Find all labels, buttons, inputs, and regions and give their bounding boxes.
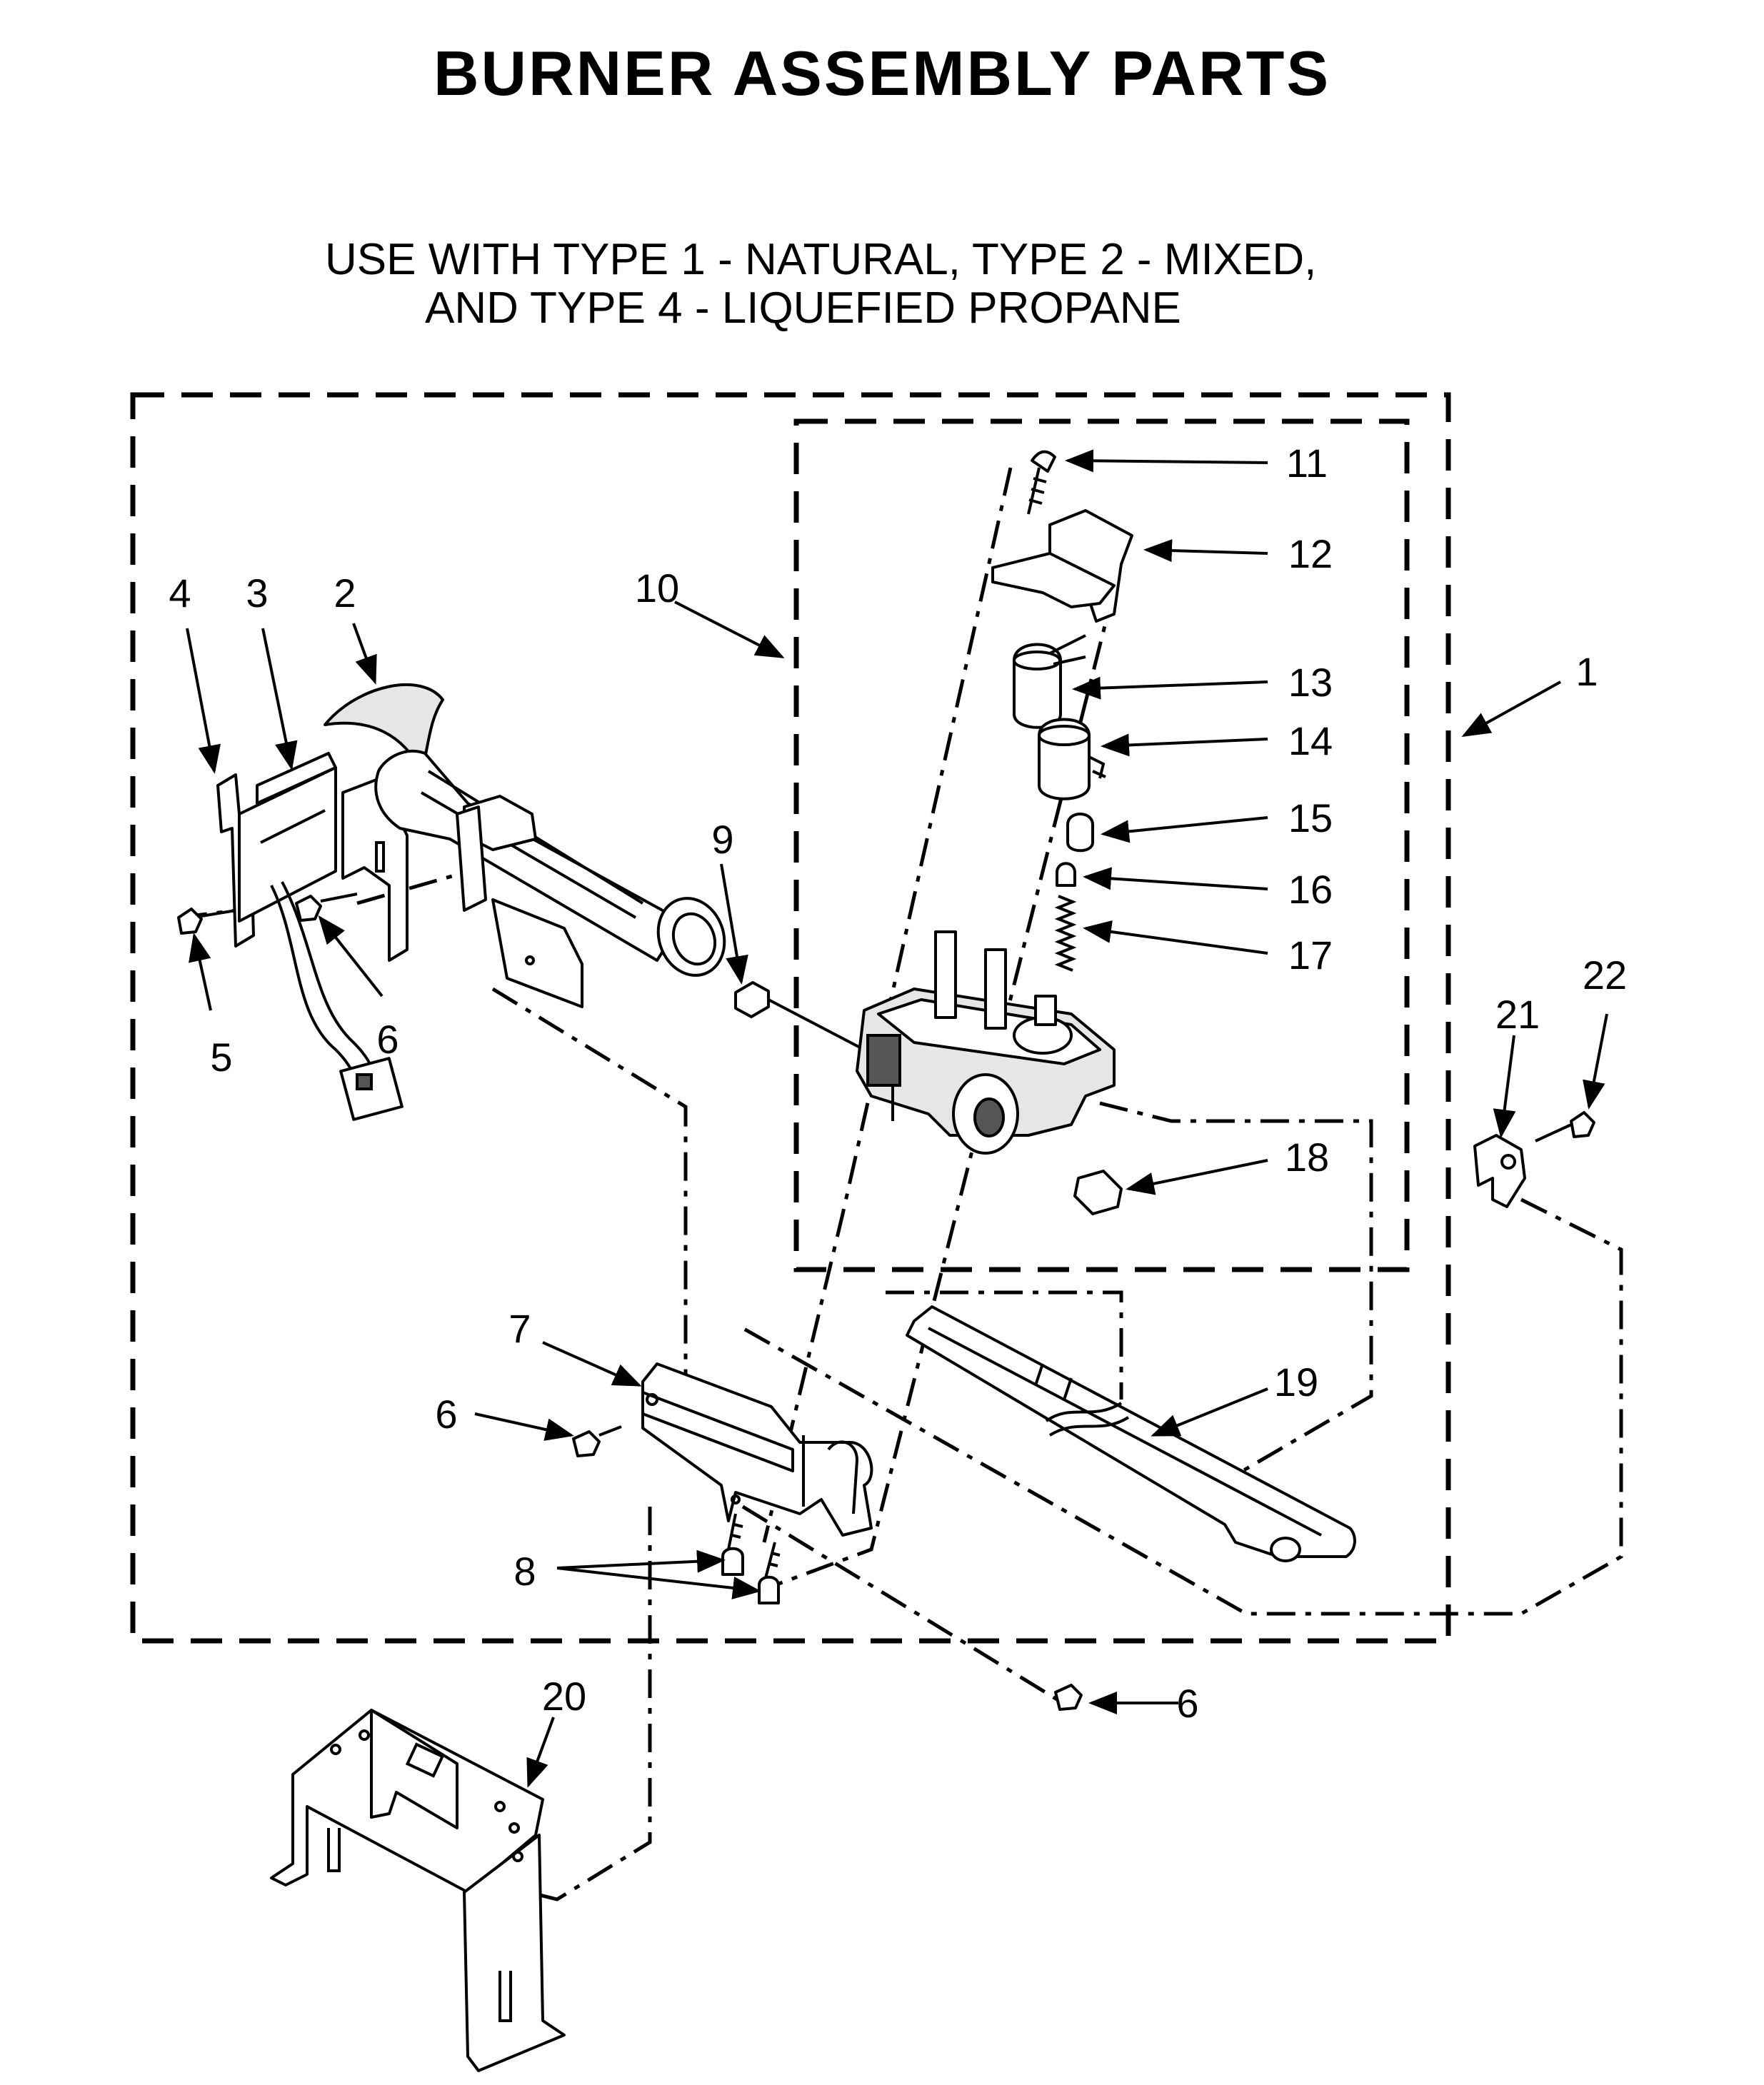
callout-10: 10 (635, 566, 679, 611)
callout-11: 11 (1286, 441, 1328, 486)
part-10-gas-valve (856, 930, 1116, 1155)
callout-9: 9 (711, 817, 733, 862)
part-13-coil (1013, 634, 1086, 729)
callout-6-upper: 6 (376, 1017, 399, 1062)
part-17-spring (1054, 895, 1077, 972)
subtitle-line-2: AND TYPE 4 - LIQUEFIED PROPANE (425, 283, 1181, 333)
callout-4: 4 (169, 571, 191, 616)
callout-15: 15 (1288, 795, 1333, 840)
part-12-coil-cover (991, 509, 1133, 623)
part-9-orifice (734, 981, 865, 1051)
callout-5: 5 (210, 1035, 232, 1080)
part-3-ignitor (238, 752, 404, 1121)
callout-16: 16 (1288, 867, 1333, 912)
page-title: BURNER ASSEMBLY PARTS (433, 38, 1331, 109)
callout-21: 21 (1495, 992, 1540, 1037)
callout-3: 3 (246, 571, 268, 616)
part-6-screw-lower (1054, 1684, 1083, 1711)
part-19-flame-sensor (906, 1305, 1356, 1562)
part-7-bracket (641, 1362, 873, 1537)
part-6-screw-middle (572, 1425, 622, 1457)
part-14-coil (1038, 718, 1106, 800)
valve-assembly-10-boundary (793, 418, 1410, 1272)
callout-1: 1 (1575, 649, 1598, 694)
callout-8: 8 (513, 1549, 536, 1594)
part-8-screws (721, 1513, 781, 1604)
part-5-screw (177, 908, 236, 935)
callout-6-middle: 6 (435, 1392, 457, 1437)
sensor-plate (491, 898, 583, 1008)
callout-18: 18 (1285, 1135, 1329, 1180)
part-16-plunger (1056, 862, 1076, 887)
callout-12: 12 (1288, 531, 1333, 576)
part-21-clamp (1473, 1134, 1526, 1208)
callout-19: 19 (1274, 1360, 1318, 1405)
part-15-plug (1066, 813, 1094, 853)
leader-arrows (186, 449, 1608, 1788)
callout-13: 13 (1288, 660, 1333, 705)
callout-14: 14 (1288, 718, 1333, 763)
assembly-1-boundary (130, 392, 1451, 1644)
callout-20: 20 (542, 1674, 586, 1719)
part-18-connector (1073, 1170, 1123, 1215)
callout-7: 7 (508, 1306, 531, 1351)
callout-6-lower: 6 (1176, 1681, 1198, 1726)
callout-2: 2 (334, 571, 356, 616)
callout-22: 22 (1583, 953, 1627, 998)
part-11-screw (1027, 450, 1056, 515)
diagram-subtitle: USE WITH TYPE 1 - NATURAL, TYPE 2 - MIXE… (325, 236, 1316, 333)
part-22-screw (1535, 1111, 1595, 1142)
part-2-burner-tube (324, 683, 726, 977)
part-20-burner-bracket (270, 1709, 566, 2072)
part-6-screw-upper (295, 893, 358, 922)
subtitle-line-1: USE WITH TYPE 1 - NATURAL, TYPE 2 - MIXE… (325, 235, 1317, 284)
callout-17: 17 (1288, 933, 1333, 978)
